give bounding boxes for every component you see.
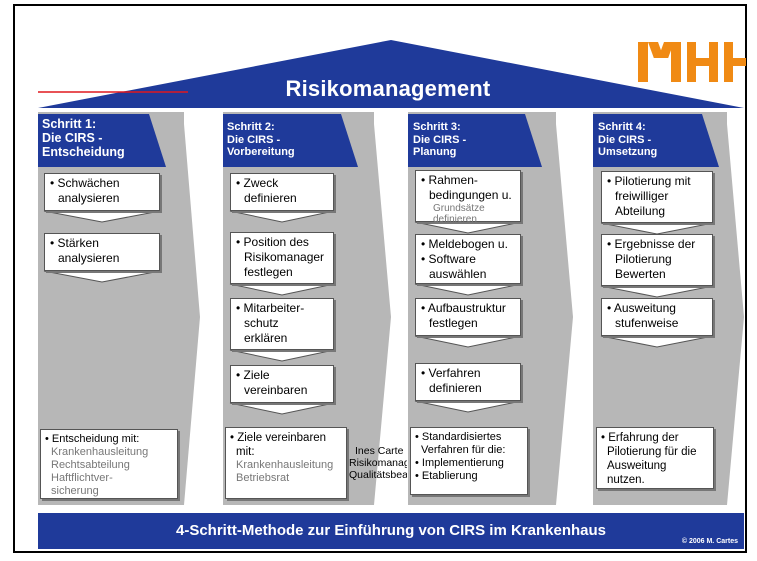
card-chevron <box>229 349 335 362</box>
copyright: © 2006 M. Cartes <box>681 538 738 545</box>
card-chevron <box>414 335 522 348</box>
step-4-title: Schritt 4:Die CIRS -Umsetzung <box>598 121 658 158</box>
step-2-header <box>223 114 358 167</box>
overlap-note: Ines Carte Risikomanagerin Qualitätsbeau… <box>349 445 407 481</box>
step-3-header <box>408 114 542 167</box>
step-3-card-1: • Rahmen-bedingungen u. Grundsätze defin… <box>415 170 521 225</box>
mhh-logo <box>638 42 746 82</box>
step-1-header <box>38 114 166 167</box>
step-2-title: Schritt 2:Die CIRS -Vorbereitung <box>227 121 295 158</box>
step-1-decision: • Entscheidung mit: Krankenhausleitung R… <box>40 429 178 499</box>
card-chevron <box>414 283 522 296</box>
step-3-title: Schritt 3:Die CIRS -Planung <box>413 121 467 158</box>
card-chevron <box>229 402 335 415</box>
page-title: Risikomanagement <box>285 76 491 101</box>
footer-banner: 4-Schritt-Methode zur Einführung von CIR… <box>38 513 744 549</box>
step-4-experience: • Erfahrung der Pilotierung für die Ausw… <box>596 427 714 489</box>
step-3-procedure: • Standardisiertes Verfahren für die: • … <box>410 427 528 495</box>
roof-shape <box>38 40 744 108</box>
card-chevron <box>43 210 161 223</box>
step-1-title: Schritt 1:Die CIRS -Entscheidung <box>42 117 125 159</box>
card-chevron <box>414 400 522 413</box>
card-chevron <box>229 210 335 223</box>
footer-title: 4-Schritt-Methode zur Einführung von CIR… <box>175 522 607 539</box>
card-chevron <box>414 221 522 234</box>
card-chevrons <box>43 210 714 415</box>
card-chevron <box>229 283 335 296</box>
card-chevron <box>600 335 714 348</box>
card-chevron <box>600 222 714 235</box>
step-2-agreement: • Ziele vereinbaren mit: Krankenhausleit… <box>225 427 347 499</box>
step-4-header <box>593 114 719 167</box>
card-chevron <box>43 270 161 283</box>
card-chevron <box>600 285 714 298</box>
